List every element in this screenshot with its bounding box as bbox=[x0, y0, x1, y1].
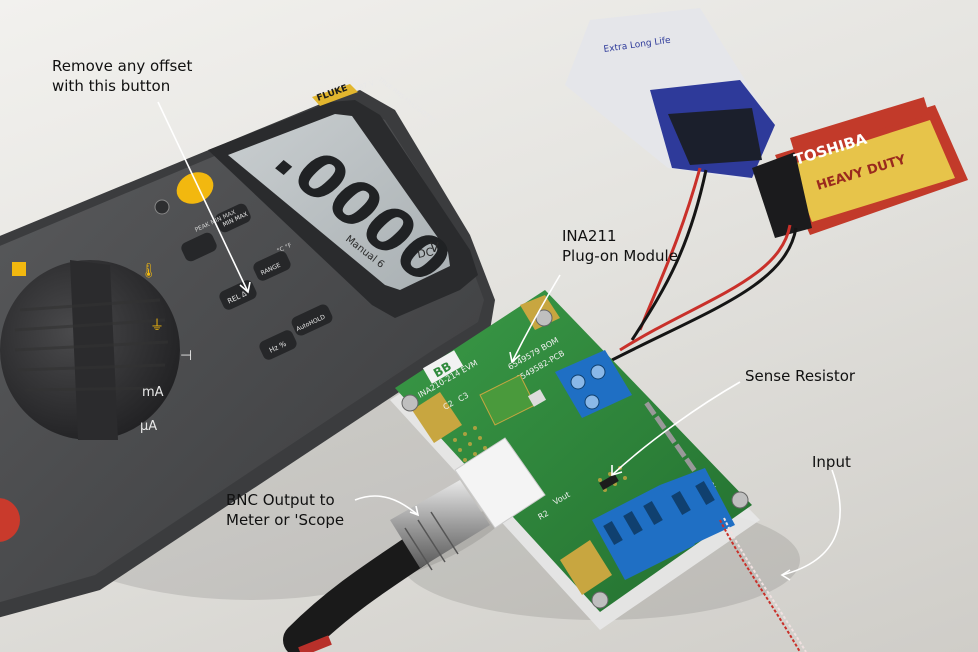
bnc-cable bbox=[283, 437, 546, 652]
label-bnc-line2: Meter or 'Scope bbox=[226, 511, 345, 529]
gold-pad bbox=[560, 540, 612, 595]
mount-hole bbox=[731, 491, 749, 509]
input-wire-red bbox=[719, 519, 801, 652]
arrow-offset bbox=[157, 101, 249, 293]
battery-extra-long-life: Extra Long Life bbox=[565, 8, 775, 180]
input-wire-white bbox=[723, 517, 807, 652]
input-jack-icon bbox=[0, 498, 20, 542]
battery-toshiba: TOSHIBA HEAVY DUTY bbox=[752, 97, 968, 238]
sense-resistor bbox=[599, 474, 619, 490]
dial-pointer bbox=[70, 260, 118, 440]
sun-icon bbox=[154, 199, 170, 215]
wire-red-2 bbox=[619, 224, 792, 352]
min-max-button[interactable]: MIN MAX bbox=[213, 202, 252, 234]
label-input: Input bbox=[812, 453, 851, 471]
thermometer-icon: 🌡︎ bbox=[140, 263, 158, 279]
range-button[interactable]: RANGE bbox=[251, 249, 292, 282]
arrow-bnc bbox=[354, 495, 419, 516]
diode-icon: ⏚ bbox=[150, 318, 164, 334]
rel-delta-button[interactable]: REL Δ bbox=[217, 278, 258, 311]
terminal-block-top[interactable] bbox=[555, 350, 632, 418]
wire-red-1 bbox=[638, 167, 702, 331]
mount-hole bbox=[591, 591, 609, 609]
label-ina211: INA211 Plug-on Module bbox=[562, 226, 678, 266]
wire-black-1 bbox=[630, 169, 708, 341]
evm-board: BB INA210-214 EVM 6549579 BOM 6549582-PC… bbox=[390, 290, 760, 630]
label-remove-offset-line2: with this button bbox=[52, 77, 171, 95]
hz-button[interactable]: Hz % bbox=[257, 328, 298, 361]
label-bnc-output: BNC Output to Meter or 'Scope bbox=[226, 490, 344, 530]
gold-pad bbox=[412, 392, 462, 443]
fluke-badge bbox=[312, 84, 358, 106]
peak-button[interactable] bbox=[179, 231, 218, 263]
wire-black-2 bbox=[611, 227, 798, 362]
arrow-input bbox=[781, 469, 841, 576]
annotation-arrows bbox=[157, 101, 841, 581]
qr-code bbox=[527, 389, 547, 407]
bb-logo-box bbox=[422, 350, 464, 384]
lcd-coupling: DC bbox=[416, 245, 434, 261]
label-remove-offset: Remove any offset with this button bbox=[52, 56, 192, 96]
lcd-screen bbox=[228, 114, 450, 290]
bnc-connector bbox=[390, 480, 490, 568]
label-sense-resistor: Sense Resistor bbox=[745, 367, 856, 385]
ua-icon: µA bbox=[140, 419, 157, 434]
label-ina211-line1: INA211 bbox=[562, 227, 617, 245]
arrow-ina211 bbox=[511, 274, 561, 363]
meter-model: 87 V bbox=[358, 79, 376, 92]
label-bnc-line1: BNC Output to bbox=[226, 491, 335, 509]
capacitor-icon: ⊣ bbox=[180, 348, 192, 364]
lcd-unit: V bbox=[430, 241, 439, 256]
terminal-block-bottom-right[interactable] bbox=[660, 468, 735, 545]
mount-hole bbox=[401, 394, 419, 412]
terminal-block-bottom-left[interactable] bbox=[592, 485, 695, 580]
label-remove-offset-line1: Remove any offset bbox=[52, 57, 193, 75]
backlight-button[interactable] bbox=[171, 166, 218, 209]
record-icon bbox=[12, 262, 26, 276]
ma-a-icon: mA bbox=[142, 385, 164, 400]
bnc-jack-housing bbox=[454, 437, 546, 529]
label-ina211-line2: Plug-on Module bbox=[562, 247, 678, 265]
arrow-sense bbox=[611, 381, 741, 476]
